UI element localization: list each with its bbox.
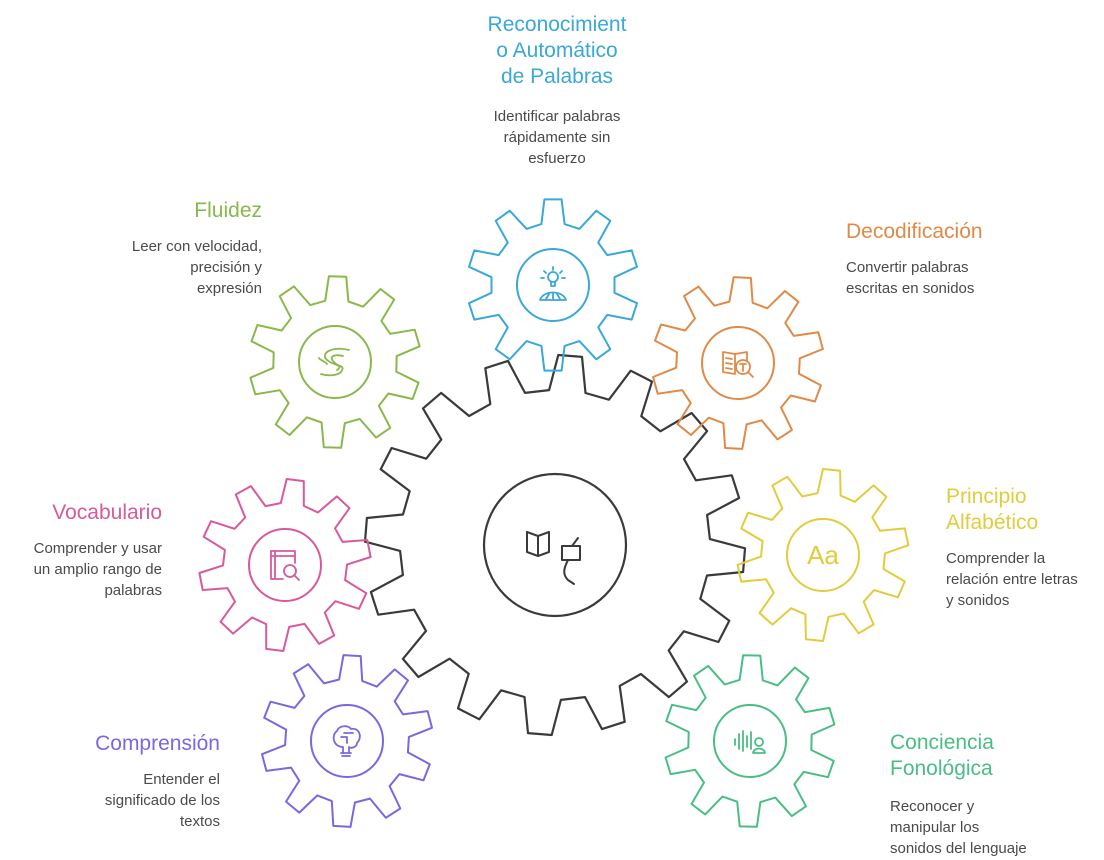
title-vocabulario: Vocabulario [52, 501, 162, 524]
label-vocabulario: Vocabulario Comprender y usar un amplio … [0, 500, 162, 601]
gear-hub-conciencia-fonologica [713, 704, 787, 778]
label-fluidez: Fluidez Leer con velocidad, precisión y … [70, 198, 262, 299]
gear-hub-decodificacion [701, 326, 775, 400]
sound-wave-person-icon [734, 730, 766, 754]
gear-hub-principio-alfabetico [786, 518, 860, 592]
book-search-icon [270, 550, 300, 581]
double-s-flow-icon [318, 347, 350, 377]
brain-puzzle-icon [332, 725, 361, 757]
desc-decodificacion: Convertir palabras escritas en sonidos [846, 259, 975, 297]
desc-fluidez: Leer con velocidad, precisión y expresió… [131, 238, 262, 297]
lightbulb-person-icon [539, 266, 567, 301]
gear-fluidez [249, 275, 421, 449]
icon-text-aa: Aa [807, 540, 839, 570]
gear-outline-decodificacion [652, 276, 824, 450]
reading-book-head-icon [526, 531, 581, 585]
desc-conciencia-fonologica: Reconocer y manipular los sonidos del le… [890, 798, 1027, 857]
gear-outline-comprension [261, 654, 433, 828]
desc-principio-alfabetico: Comprender la relación entre letras y so… [946, 550, 1078, 609]
label-comprension: Comprensión Entender el significado de l… [30, 731, 220, 832]
gear-conciencia-fonologica [664, 654, 836, 828]
letters-aa-icon: Aa [807, 540, 839, 570]
label-principio-alfabetico: Principio Alfabético Comprender la relac… [946, 484, 1102, 611]
gear-hub-reconocimiento [516, 248, 590, 322]
gear-outline-vocabulario [198, 478, 372, 652]
label-decodificacion: Decodificación Convertir palabras escrit… [846, 219, 1046, 299]
desc-reconocimiento: Identificar palabras rápidamente sin esf… [493, 108, 621, 167]
gear-hub-fluidez [298, 325, 372, 399]
central-gear-hub [482, 472, 628, 618]
gear-vocabulario [198, 478, 372, 652]
gear-outline-principio-alfabetico [736, 468, 910, 642]
gear-hub-comprension [310, 704, 384, 778]
book-magnifier-icon [722, 351, 754, 378]
title-comprension: Comprensión [95, 732, 220, 755]
title-principio-alfabetico: Principio Alfabético [946, 485, 1039, 534]
gear-outline-fluidez [249, 275, 421, 449]
central-gear [363, 353, 747, 737]
title-conciencia-fonologica: Conciencia Fonológica [890, 731, 994, 780]
gear-hub-vocabulario [248, 528, 322, 602]
title-decodificacion: Decodificación [846, 220, 983, 243]
gear-reconocimiento [468, 198, 638, 372]
gear-outline-reconocimiento [468, 198, 638, 372]
title-fluidez: Fluidez [194, 199, 262, 222]
gear-decodificacion [652, 276, 824, 450]
desc-vocabulario: Comprender y usar un amplio rango de pal… [33, 540, 162, 599]
desc-comprension: Entender el significado de los textos [104, 771, 220, 830]
gear-principio-alfabetico: Aa [736, 468, 910, 642]
gear-comprension [261, 654, 433, 828]
title-reconocimiento: Reconocimient o Automático de Palabras [487, 13, 627, 88]
gear-outline-conciencia-fonologica [664, 654, 836, 828]
central-gear-outline [363, 353, 747, 737]
label-conciencia-fonologica: Conciencia Fonológica Reconocer y manipu… [890, 730, 1100, 859]
label-reconocimiento: Reconocimient o Automático de Palabras I… [452, 12, 662, 169]
